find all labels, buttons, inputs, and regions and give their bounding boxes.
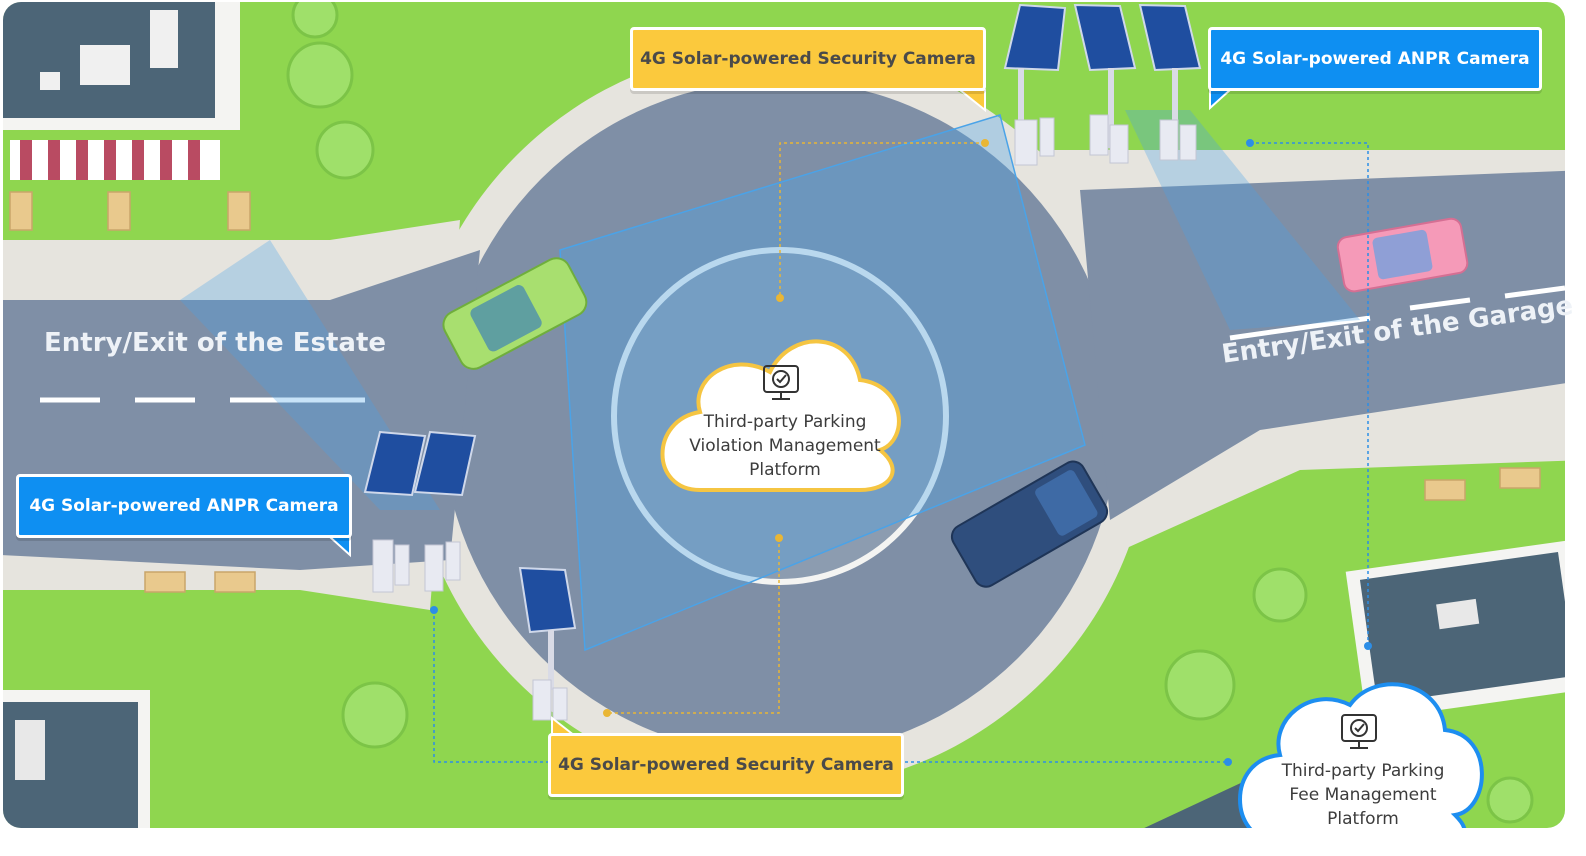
lane-markings [40, 285, 1565, 403]
car-blue [950, 460, 1109, 588]
monitor-check-icon-violation [763, 365, 799, 400]
anpr-fov-right [1125, 110, 1360, 330]
fee-platform-line-1: Third-party Parking [1281, 761, 1445, 781]
connector-dots [430, 139, 1372, 766]
fee-platform-line-2: Fee Management [1289, 785, 1437, 805]
violation-platform-cloud [660, 339, 901, 492]
fee-platform-label: Third-party Parking Fee Management Platf… [1262, 759, 1464, 831]
callout-security-camera-bottom: 4G Solar-powered Security Camera [548, 733, 904, 797]
building-top-left [3, 2, 240, 180]
building-right [1345, 538, 1565, 721]
benches [9, 191, 1541, 593]
callout-anpr-camera-left: 4G Solar-powered ANPR Camera [16, 474, 352, 538]
violation-platform-line-3: Platform [749, 460, 821, 480]
connector-lines [433, 142, 1369, 763]
car-green [442, 257, 588, 370]
car-pink [1336, 217, 1469, 293]
violation-platform-line-2: Violation Management [689, 436, 881, 456]
callout-security-camera-top: 4G Solar-powered Security Camera [630, 27, 986, 91]
violation-platform-label: Third-party Parking Violation Management… [684, 410, 886, 482]
monitor-check-icon-fee [1341, 714, 1377, 749]
violation-platform-line-1: Third-party Parking [703, 412, 867, 432]
fee-platform-line-3: Platform [1327, 809, 1399, 829]
anpr-fov-left [180, 240, 440, 510]
road-label-estate: Entry/Exit of the Estate [44, 328, 387, 358]
callout-anpr-camera-right: 4G Solar-powered ANPR Camera [1208, 27, 1542, 91]
fee-platform-cloud [1238, 682, 1484, 828]
building-bottom-left [3, 690, 150, 828]
solar-poles [363, 3, 1202, 721]
trees [286, 2, 1534, 824]
